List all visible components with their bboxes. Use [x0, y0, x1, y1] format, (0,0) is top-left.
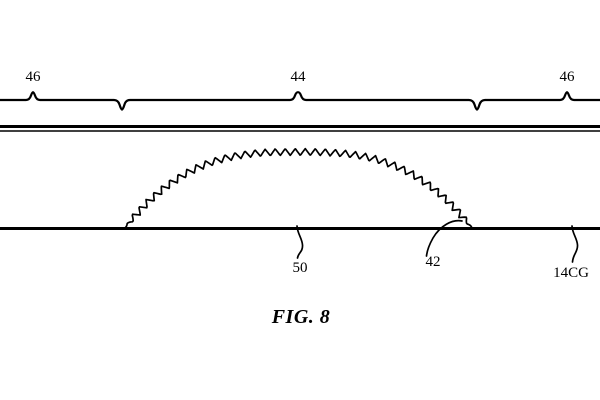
leader-line-14cg: [571, 225, 579, 263]
brace-path: [0, 91, 600, 111]
leader-group-42: 42: [425, 219, 463, 270]
leader-group-50: 50: [293, 225, 308, 276]
dome-wavy-outline: [124, 147, 473, 229]
figure-caption: FIG. 8: [271, 306, 331, 328]
substrate-lines: [0, 125, 600, 230]
ref-label-50: 50: [293, 260, 308, 276]
scalloped-dome: [124, 147, 473, 229]
ref-label-44: 44: [291, 69, 307, 85]
ref-label-46-right: 46: [560, 69, 576, 85]
leader-group-14cg: 14CG: [553, 225, 589, 281]
ref-label-14cg: 14CG: [553, 265, 589, 281]
ref-label-42: 42: [426, 254, 441, 270]
leader-line-50: [296, 225, 304, 259]
leader-line-42: [425, 219, 463, 257]
dimension-brace-row: 46 44 46: [0, 69, 600, 111]
ref-label-46-left: 46: [26, 69, 42, 85]
